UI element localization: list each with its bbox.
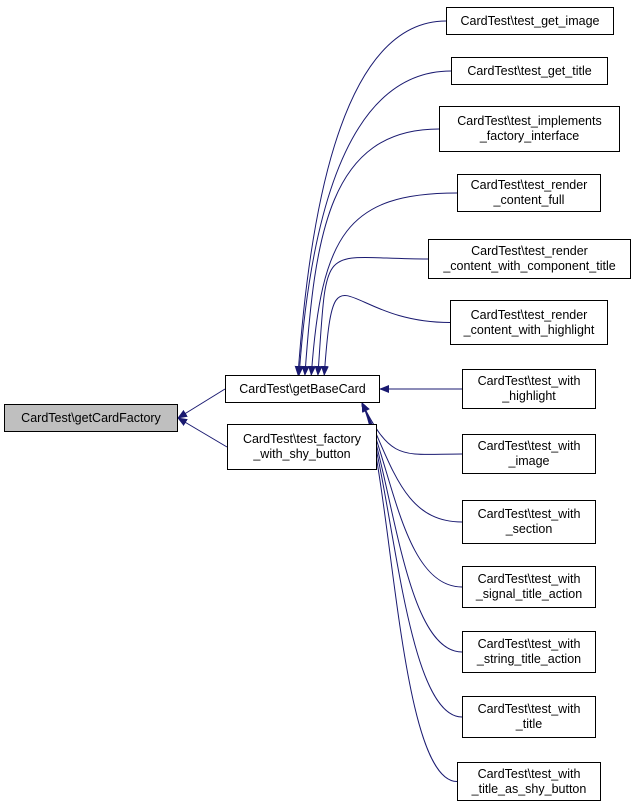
node-label-line: CardTest\test_get_title — [467, 63, 592, 78]
node-test-factory-with-shy-button[interactable]: CardTest\test_factory_with_shy_button — [227, 424, 377, 470]
node-label-line: _title_as_shy_button — [471, 781, 587, 796]
edge-getbasecard-to-getcardfactory — [177, 388, 226, 419]
node-label-line: CardTest\test_with — [477, 374, 581, 388]
node-test-render-content-with-component-title[interactable]: CardTest\test_render_content_with_compon… — [428, 239, 631, 279]
node-test-implements-factory-interface[interactable]: CardTest\test_implements_factory_interfa… — [439, 106, 620, 152]
node-label-line: _with_shy_button — [253, 447, 351, 461]
node-label-line: _image — [508, 454, 550, 468]
node-test-get-image[interactable]: CardTest\test_get_image — [446, 7, 614, 35]
edge-test-with-image-to-getbasecard — [361, 402, 463, 455]
edge-test-render-content-with-component-title-to-getbasecard — [314, 256, 429, 376]
node-test-get-title[interactable]: CardTest\test_get_title — [451, 57, 608, 85]
edge-test-render-content-with-highlight-to-getbasecard — [320, 295, 451, 376]
node-test-render-content-with-highlight[interactable]: CardTest\test_render_content_with_highli… — [450, 300, 608, 345]
edge-test-with-string-title-action-to-getbasecard — [361, 402, 463, 653]
node-label-line: _content_full — [493, 193, 565, 207]
node-label-line: _section — [505, 522, 553, 536]
edge-test-with-title-to-getbasecard — [361, 402, 463, 718]
node-label-line: CardTest\test_render — [471, 244, 588, 258]
node-test-with-highlight[interactable]: CardTest\test_with_highlight — [462, 369, 596, 409]
edge-test-render-content-full-to-getbasecard — [307, 192, 458, 376]
node-test-with-title-as-shy-button[interactable]: CardTest\test_with_title_as_shy_button — [457, 762, 601, 801]
edge-test-implements-factory-interface-to-getbasecard — [301, 128, 440, 376]
edge-test-get-title-to-getbasecard — [295, 70, 452, 376]
node-test-render-content-full[interactable]: CardTest\test_render_content_full — [457, 174, 601, 212]
node-getcardfactory[interactable]: CardTest\getCardFactory — [4, 404, 178, 432]
node-label-line: CardTest\test_factory — [242, 432, 362, 446]
node-label-line: _content_with_component_title — [443, 259, 616, 273]
node-label-line: CardTest\getBaseCard — [239, 381, 366, 396]
node-label-line: CardTest\test_get_image — [460, 13, 600, 28]
edge-test-get-image-to-getbasecard — [294, 20, 447, 376]
node-label-line: CardTest\test_render — [470, 178, 588, 192]
node-label-line: CardTest\test_with — [477, 572, 581, 586]
node-label-line: CardTest\getCardFactory — [21, 410, 161, 425]
edge-test-with-signal-title-action-to-getbasecard — [361, 402, 463, 588]
node-label-line: _content_with_highlight — [463, 322, 595, 337]
node-label-line: _highlight — [502, 389, 556, 403]
node-label-line: CardTest\test_with — [477, 439, 581, 453]
node-label-line: _title — [515, 717, 543, 731]
node-label-line: _factory_interface — [479, 129, 580, 143]
edge-test-factory-with-shy-button-to-getcardfactory — [177, 417, 228, 448]
node-getbasecard[interactable]: CardTest\getBaseCard — [225, 375, 380, 403]
node-label-line: _string_title_action — [476, 652, 582, 666]
node-label-line: CardTest\test_render — [470, 307, 588, 322]
node-label-line: CardTest\test_with — [477, 637, 581, 651]
node-test-with-section[interactable]: CardTest\test_with_section — [462, 500, 596, 544]
node-label-line: _signal_title_action — [475, 587, 583, 601]
node-test-with-signal-title-action[interactable]: CardTest\test_with_signal_title_action — [462, 566, 596, 608]
node-test-with-image[interactable]: CardTest\test_with_image — [462, 434, 596, 474]
node-label-line: CardTest\test_with — [477, 507, 581, 521]
node-test-with-string-title-action[interactable]: CardTest\test_with_string_title_action — [462, 631, 596, 673]
node-label-line: CardTest\test_with — [477, 702, 581, 716]
node-label-line: CardTest\test_with — [477, 766, 581, 781]
node-label-line: CardTest\test_implements — [457, 114, 602, 128]
node-test-with-title[interactable]: CardTest\test_with_title — [462, 696, 596, 738]
